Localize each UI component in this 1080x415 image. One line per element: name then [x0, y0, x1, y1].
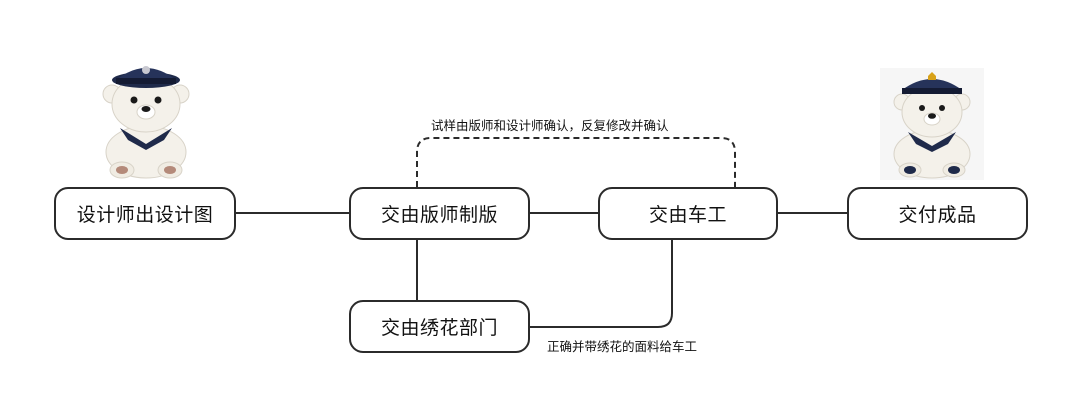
node-sewing-worker: 交由车工 — [598, 187, 778, 240]
node-pattern-maker: 交由版师制版 — [349, 187, 530, 240]
node-designer: 设计师出设计图 — [54, 187, 236, 240]
note-sample-confirm: 试样由版师和设计师确认，反复修改并确认 — [431, 118, 669, 133]
connector-embroidery-to-sewing — [529, 240, 673, 328]
note-embroidery-return: 正确并带绣花的面料给车工 — [547, 339, 698, 354]
polar-bear-right-icon — [880, 68, 984, 180]
polar-bear-left-icon — [102, 66, 190, 179]
node-embroidery: 交由绣花部门 — [349, 300, 530, 353]
dashed-feedback-loop — [416, 137, 736, 187]
node-finished-product: 交付成品 — [847, 187, 1028, 240]
